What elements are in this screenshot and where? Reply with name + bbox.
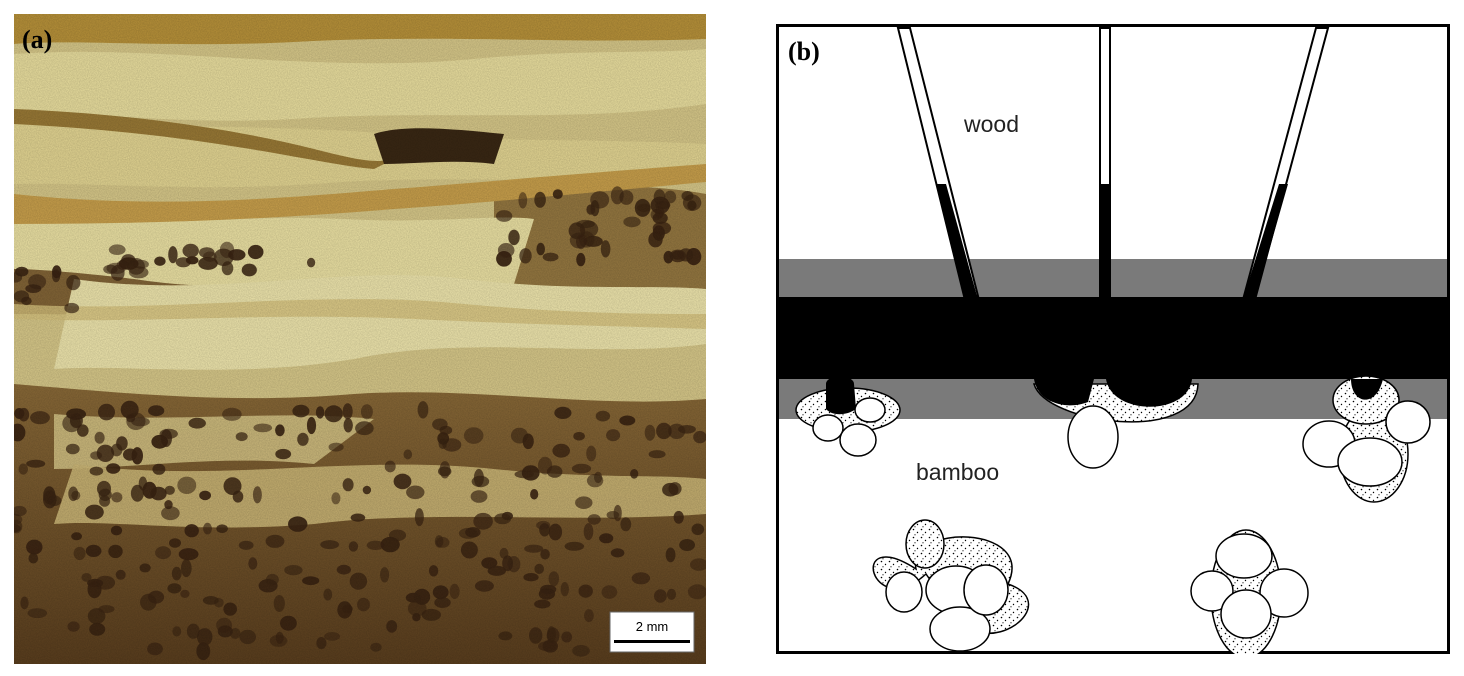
wood-cell-right (1242, 27, 1330, 297)
scale-bar-label: 2 mm (636, 619, 669, 634)
schematic-panel: (b) wood bamboo (776, 24, 1450, 654)
micrograph-image: (a) 2 mm (14, 14, 706, 664)
vascular-bundle-right (1302, 375, 1431, 503)
scale-bar-box (609, 611, 695, 653)
vascular-bundle-left (795, 376, 901, 457)
scale-bar: 2 mm (609, 611, 695, 653)
interphase-upper (779, 259, 1447, 297)
wood-cells (896, 27, 1330, 299)
wood-cell-middle (1099, 27, 1111, 299)
schematic-diagram: (b) wood bamboo (776, 24, 1450, 654)
wood-cell-left (896, 27, 980, 297)
panel-a-label: (a) (22, 25, 52, 54)
vascular-bundle-center (1032, 379, 1199, 469)
wood-label: wood (963, 111, 1019, 137)
vascular-bundle-bottom-left (872, 519, 1030, 652)
bamboo-label: bamboo (916, 459, 999, 485)
scale-bar-line (614, 640, 690, 643)
adhesive-layer (779, 297, 1447, 379)
panel-b-label: (b) (788, 37, 820, 66)
micrograph-panel: (a) 2 mm (14, 14, 706, 664)
vascular-bundle-bottom-right (1190, 529, 1309, 654)
grain-texture (14, 14, 706, 664)
